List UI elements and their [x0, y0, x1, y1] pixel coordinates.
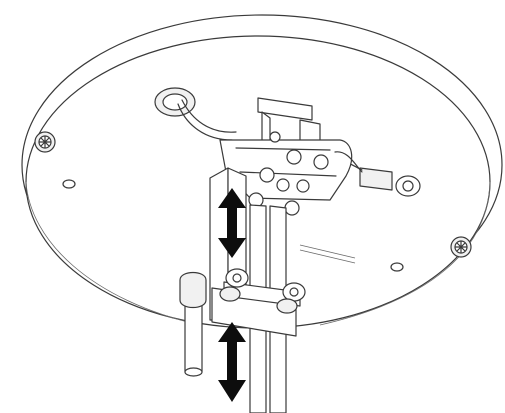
double-arrow-icon: [218, 188, 246, 258]
double-arrow-icon: [218, 322, 246, 402]
grounding-screw: [339, 159, 421, 197]
screw-icon: [34, 131, 56, 153]
wire: [334, 151, 363, 173]
mount-hole: [62, 179, 76, 189]
cable-rod: [179, 271, 207, 377]
clamp-bar: [211, 268, 306, 337]
terminal-block: [219, 97, 353, 216]
cable-grommet: [154, 87, 237, 141]
mount-hole: [390, 262, 404, 272]
screw-icon: [450, 236, 472, 258]
